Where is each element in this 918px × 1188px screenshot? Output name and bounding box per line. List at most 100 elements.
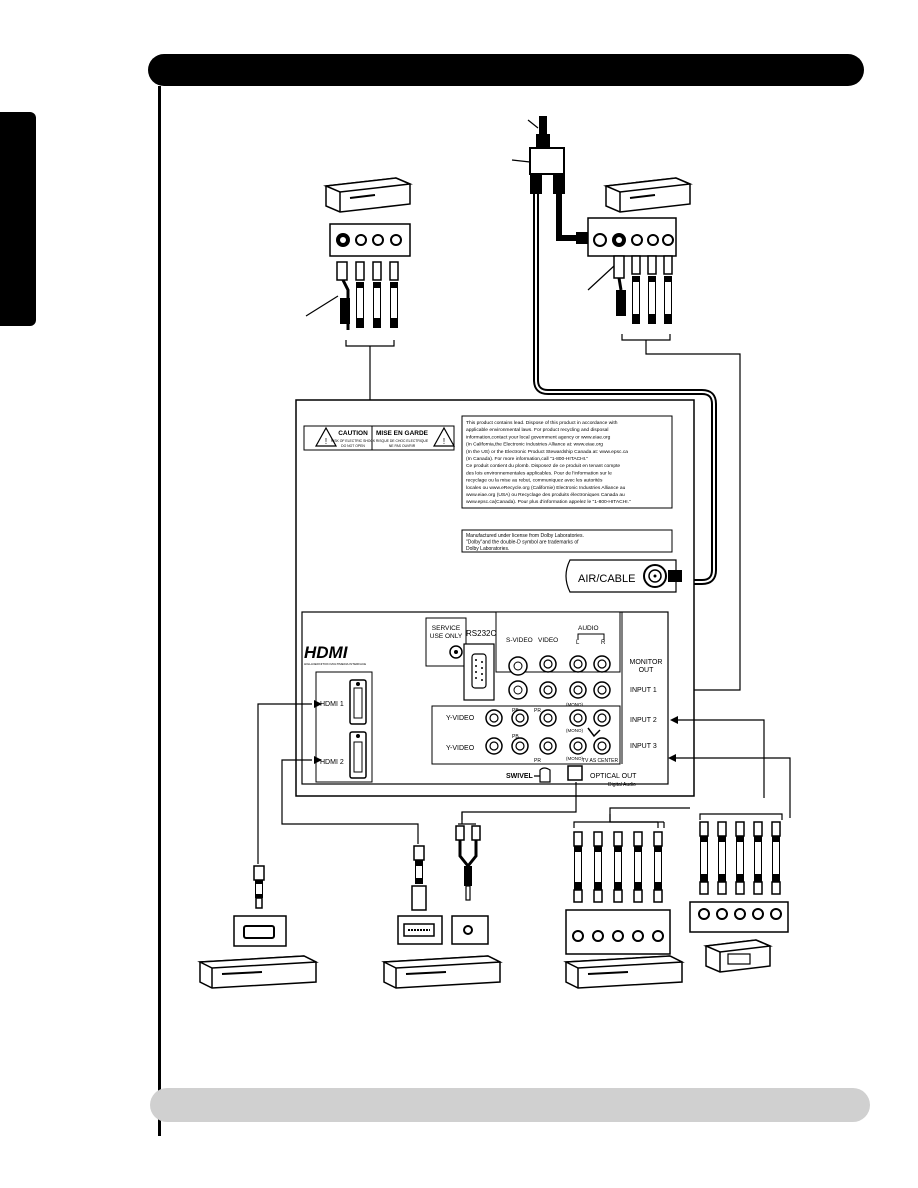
dolby-lines-line: Dolby Laboratories.	[466, 546, 509, 552]
cable-plug	[655, 852, 661, 882]
hdmi-logo-text: HDMI	[304, 643, 349, 662]
top-right-plugs	[587, 255, 673, 341]
mise-sub1: RISQUE DE CHOC ELECTRIQUE	[376, 439, 429, 443]
s-video-label: S-VIDEO	[506, 637, 533, 644]
pr-label-3: PR	[534, 758, 541, 764]
dolby-box	[461, 529, 673, 553]
input3-label: INPUT 3	[630, 743, 657, 750]
air-cable-jack: AIR/CABLE	[565, 559, 682, 593]
swivel-optical: SWIVEL OPTICAL OUT Digital Audio	[506, 765, 637, 788]
audio-r-label: R	[601, 640, 606, 646]
cable-plug	[737, 842, 743, 874]
audio-label: AUDIO	[578, 625, 599, 632]
cable-plug	[699, 821, 709, 837]
notice-lines-line: (In California,the Electronic Industries…	[466, 442, 603, 448]
caution-label: ! ! CAUTION RISK OF ELECTRIC SHOCK DO NO…	[303, 425, 456, 451]
component-device-2	[689, 901, 789, 973]
notice-lines-line: information,contact your local governmen…	[466, 434, 611, 440]
cable-plug	[635, 852, 641, 882]
input2-line	[612, 808, 668, 822]
cable-plug	[773, 842, 779, 874]
caution-sub2: DO NOT OPEN	[341, 444, 365, 448]
cable-plug	[613, 831, 623, 847]
notice-lines-line: This product contains lead. Dispose of t…	[466, 420, 618, 426]
hdmi1-port: HDMI 1	[320, 679, 367, 725]
mise-sub2: NE PAS OUVRIR	[389, 444, 416, 448]
pb-label-3: PB	[512, 734, 519, 740]
audio-y-cable	[455, 812, 481, 901]
notice-lines-line: (In the US) or the Electronic Product St…	[466, 449, 628, 455]
top-left-device	[323, 177, 413, 257]
mono-label-3: (MONO)	[566, 756, 583, 761]
cable-plug	[593, 831, 603, 847]
component2-line	[609, 814, 658, 823]
input1-label: INPUT 1	[630, 687, 657, 694]
cable-plug	[735, 821, 745, 837]
caution-sub1: RISK OF ELECTRIC SHOCK	[331, 439, 376, 443]
mise-title: MISE EN GARDE	[376, 430, 429, 437]
mono-label-1: (MONO)	[566, 702, 583, 707]
cable-plug	[653, 831, 663, 847]
side-tab	[0, 112, 36, 326]
cable-plug	[615, 852, 621, 882]
dvi-device	[381, 915, 503, 989]
dolby-lines-line: Manufactured under license from Dolby La…	[466, 533, 584, 539]
monitor-out-label-2: OUT	[639, 667, 655, 674]
hdmi2-line	[281, 759, 419, 844]
antenna-splitter	[511, 116, 565, 194]
cable-plug	[699, 881, 709, 895]
hdmi-device	[197, 915, 319, 989]
pr-label-2: PR	[534, 708, 541, 714]
input2-label: INPUT 2	[630, 717, 657, 724]
hdmi2-label: HDMI 2	[320, 759, 344, 766]
cable-plug	[753, 881, 763, 895]
hdmi2-port: HDMI 2	[320, 731, 367, 779]
use-only-label: USE ONLY	[430, 633, 463, 640]
notice-lines-line: locales ou www.eRecycle.org (Californie)…	[466, 485, 626, 491]
hdmi-tagline: HIGH-DEFINITION MULTIMEDIA INTERFACE	[304, 662, 366, 666]
cable-plug	[753, 821, 763, 837]
rs232c-label: RS232C	[466, 629, 496, 638]
cable-plug	[719, 842, 725, 874]
top-left-plugs	[305, 261, 399, 347]
input1-line	[645, 340, 741, 691]
notice-lines-line: Ce produit contient du plomb. Disposez d…	[466, 463, 620, 469]
hdmi1-line	[257, 703, 312, 864]
caution-title: CAUTION	[338, 430, 368, 437]
notice-lines-line: www.epsc.ca(Canada). Pour plus d'informa…	[466, 499, 631, 505]
top-right-vcr	[587, 177, 693, 257]
cable-plug	[573, 831, 583, 847]
cable-plug	[575, 852, 581, 882]
notice-lines-line: applicable environmental laws. For produ…	[466, 427, 608, 433]
optical-out-label: OPTICAL OUT	[590, 773, 637, 780]
svg-text:!: !	[443, 437, 445, 446]
video-label: VIDEO	[538, 637, 558, 644]
left-rule	[158, 86, 161, 1136]
notice-box	[461, 415, 673, 509]
footer-bar	[150, 1088, 870, 1122]
cable-plug	[717, 821, 727, 837]
cable-plug	[633, 831, 643, 847]
title-bar	[148, 54, 864, 86]
hdmi-cable	[253, 865, 265, 909]
audio-l-label: L	[576, 640, 580, 646]
notice-text: This product contains lead. Dispose of t…	[466, 420, 631, 505]
notice-lines-line: recyclage ou la mise au rebut, communiqu…	[466, 478, 603, 484]
input-labels: MONITOR OUT INPUT 1 INPUT 2 INPUT 3	[621, 612, 662, 764]
rs232c-port: RS232C	[463, 629, 496, 701]
component-cables-2	[699, 821, 781, 895]
component-cables-1	[573, 831, 663, 903]
dolby-text: Manufactured under license from Dolby La…	[466, 533, 584, 552]
cable-plug	[573, 889, 583, 903]
notice-lines-line: (In Canada). For more information,call "…	[466, 456, 588, 462]
cable-plug	[613, 889, 623, 903]
mono-label-2: (MONO)	[566, 728, 583, 733]
cable-plug	[735, 881, 745, 895]
coax-cable-vcr	[556, 194, 578, 241]
notice-lines-line: www.eiae.org (USA) ou Recyclage des prod…	[466, 492, 625, 498]
digital-audio-label: Digital Audio	[608, 782, 636, 788]
svg-text:!: !	[325, 437, 327, 446]
dolby-lines-line: "Dolby"and the double-D symbol are trade…	[466, 540, 579, 546]
cable-plug	[593, 889, 603, 903]
